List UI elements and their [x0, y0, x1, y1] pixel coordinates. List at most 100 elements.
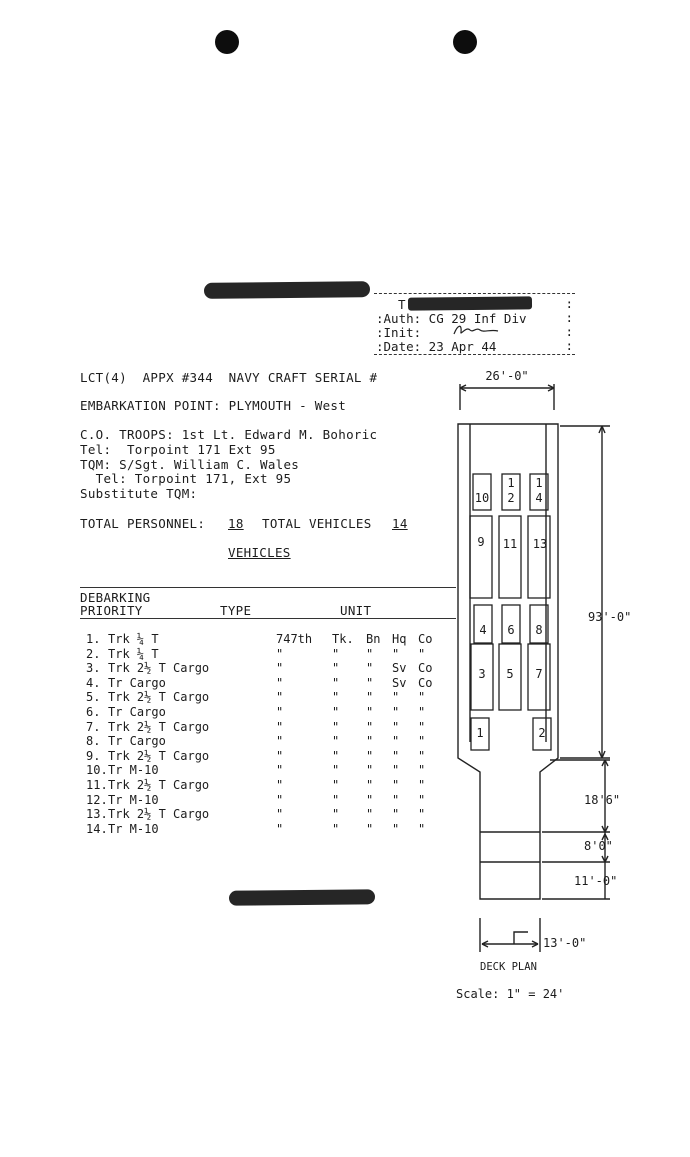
cell-u3: " — [366, 690, 374, 705]
punch-hole-left — [215, 30, 239, 54]
cell-u3: " — [366, 734, 374, 749]
redaction-bar-top — [203, 281, 371, 299]
vehicles-heading: VEHICLES — [228, 545, 291, 560]
cell-u2: " — [332, 821, 340, 836]
cell-u1: " — [276, 734, 284, 749]
cell-u3: " — [366, 719, 374, 734]
cell-type: Trk ¼ T — [108, 646, 159, 661]
cell-type: Trk ¼ T — [108, 632, 159, 646]
cell-u2: " — [332, 763, 340, 778]
stamp-line-1: T — [398, 297, 406, 312]
cell-u2: " — [332, 807, 340, 822]
substitute-tqm: Substitute TQM: — [80, 486, 198, 501]
cell-u1: " — [276, 705, 284, 719]
cell-u4: Hq — [392, 632, 407, 646]
tqm: TQM: S/Sgt. William C. Wales — [80, 457, 300, 472]
cell-type: Trk 2½ T Cargo — [108, 748, 210, 763]
cell-u5: " — [418, 719, 426, 734]
cell-n: 11. — [86, 778, 108, 792]
slot-14-bottom: 4 — [535, 491, 542, 505]
slot-12-bottom: 2 — [507, 491, 514, 505]
slot-4: 4 — [479, 623, 486, 637]
cell-u2: " — [332, 646, 340, 661]
cell-u2: " — [332, 748, 340, 763]
cell-u3: " — [366, 748, 374, 763]
cell-n: 6. — [86, 705, 101, 719]
cell-u3: " — [366, 807, 374, 822]
ramp-dimension-2: 8'0" — [584, 839, 613, 853]
col-header-priority: PRIORITY — [80, 603, 143, 618]
initials-signature — [453, 325, 499, 335]
classification-stamp: T :Auth: CG 29 Inf Div :Init: :Date: 23 … — [374, 293, 575, 355]
cell-u3: " — [366, 792, 374, 807]
cell-u3: " — [366, 821, 374, 836]
table-header-rule — [80, 618, 456, 619]
cell-u5: " — [418, 734, 426, 749]
cell-u5: " — [418, 807, 426, 822]
beam-dimension: 26'-0" — [485, 369, 528, 383]
cell-u5: " — [418, 690, 426, 705]
cell-u3: " — [366, 661, 374, 676]
table-row: 12.Tr M-10""""" — [86, 793, 446, 807]
slot-11: 11 — [503, 537, 517, 551]
table-row: 8.Tr Cargo""""" — [86, 734, 446, 748]
ramp-dimension-1: 18'6" — [584, 793, 620, 807]
cell-n: 4. — [86, 675, 101, 690]
cell-u1: " — [276, 719, 284, 734]
cell-n: 10. — [86, 763, 108, 778]
vehicle-slots — [469, 473, 552, 751]
cell-u3: " — [366, 646, 374, 661]
tqm-telephone: Tel: Torpoint 171, Ext 95 — [80, 471, 292, 486]
redaction-bar-bottom — [228, 889, 376, 906]
table-row: 9.Trk 2½ T Cargo""""" — [86, 749, 446, 763]
cell-u5: Co — [418, 632, 433, 646]
cell-type: Tr M-10 — [108, 792, 159, 807]
cell-u3: " — [366, 778, 374, 792]
cell-u5: " — [418, 778, 426, 792]
cell-u2: " — [332, 675, 340, 690]
cell-u1: " — [276, 646, 284, 661]
table-row: 13.Trk 2½ T Cargo""""" — [86, 807, 446, 821]
cell-u3: " — [366, 675, 374, 690]
slot-14-top: 1 — [535, 476, 542, 490]
embarkation-point: EMBARKATION POINT: PLYMOUTH - West — [80, 398, 347, 413]
col-header-type: TYPE — [220, 603, 252, 618]
table-row: 5.Trk 2½ T Cargo""""" — [86, 690, 446, 704]
table-row: 11.Trk 2½ T Cargo""""" — [86, 778, 446, 792]
cell-u4: " — [392, 690, 400, 705]
cell-u4: Sv — [392, 661, 407, 676]
cell-n: 5. — [86, 690, 101, 705]
table-row: 7.Trk 2½ T Cargo""""" — [86, 720, 446, 734]
cell-n: 7. — [86, 719, 101, 734]
cell-type: Trk 2½ T Cargo — [108, 807, 210, 822]
cell-u2: " — [332, 661, 340, 676]
slot-3: 3 — [478, 667, 485, 681]
slot-10: 10 — [475, 491, 489, 505]
cell-n: 13. — [86, 807, 108, 822]
stamp-date: :Date: 23 Apr 44 — [376, 339, 497, 354]
cell-n: 1. — [86, 632, 101, 646]
cell-u1: " — [276, 690, 284, 705]
total-personnel-value: 18 — [228, 516, 244, 531]
table-row: 2.Trk ¼ T""""" — [86, 647, 446, 661]
stamp-init: :Init: — [376, 325, 422, 340]
slot-1: 1 — [476, 726, 483, 740]
scale-note: Scale: 1" = 24' — [456, 987, 564, 1001]
cell-u4: " — [392, 734, 400, 749]
cell-u3: Bn — [366, 632, 381, 646]
slot-2: 2 — [538, 726, 545, 740]
cell-n: 12. — [86, 792, 108, 807]
cell-u2: " — [332, 690, 340, 705]
cell-u5: Co — [418, 675, 433, 690]
total-personnel-label: TOTAL PERSONNEL: — [80, 516, 206, 531]
cell-u1: " — [276, 675, 284, 690]
cell-u4: " — [392, 792, 400, 807]
cell-u3: " — [366, 763, 374, 778]
cell-u4: " — [392, 807, 400, 822]
length-dimension: 93'-0" — [588, 610, 631, 624]
